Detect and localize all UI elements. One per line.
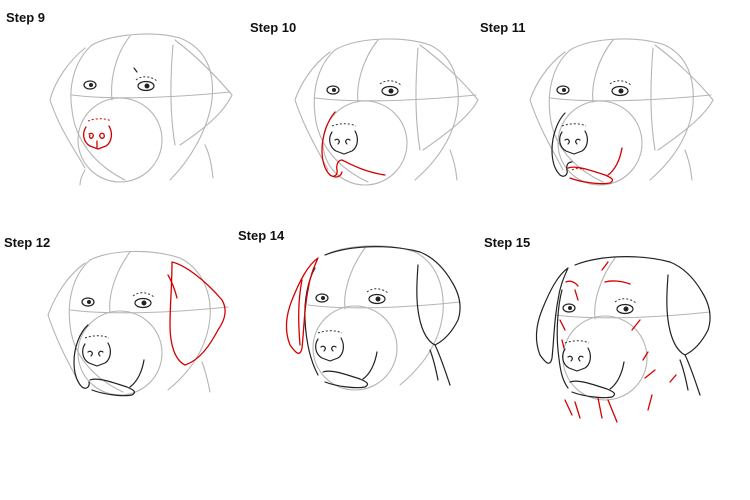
eyes (83, 67, 159, 92)
eyes (556, 80, 633, 97)
eyes (326, 80, 403, 97)
guide-lines (49, 33, 233, 186)
nose-highlight (83, 118, 113, 150)
step-label: Step 9 (6, 10, 46, 25)
step-label: Step 14 (238, 228, 285, 243)
step-12-panel: Step 12 (0, 220, 250, 420)
head-outline (535, 256, 711, 396)
step-label: Step 10 (250, 20, 297, 35)
dog-head-drawing-step-15 (535, 256, 711, 423)
step-9-panel: Step 9 (0, 0, 250, 210)
eyes (81, 292, 156, 309)
fur-details-highlight (559, 261, 677, 423)
guide-lines (307, 245, 461, 391)
nose-and-muzzle (551, 112, 588, 177)
step-15-panel: Step 15 (480, 220, 750, 440)
eyes (315, 288, 390, 305)
step-11-panel: Step 11 (480, 0, 750, 210)
eyes (562, 298, 638, 315)
nose-and-muzzle (73, 324, 145, 397)
dog-head-drawing-step-11 (529, 38, 714, 186)
dog-head-drawing-step-10 (294, 38, 479, 186)
guide-lines (529, 38, 714, 186)
muzzle-highlight (321, 111, 386, 178)
dog-head-drawing-step-12 (47, 250, 229, 397)
mouth-highlight (567, 147, 623, 185)
left-ear-highlight (285, 257, 319, 354)
guide-lines (554, 257, 711, 401)
step-label: Step 15 (484, 235, 531, 250)
guide-lines (294, 38, 479, 186)
step-label: Step 11 (480, 20, 526, 35)
nose-and-muzzle (315, 330, 378, 389)
nose-and-muzzle (562, 340, 625, 399)
step-14-panel: Step 14 (230, 220, 480, 420)
step-10-panel: Step 10 (240, 0, 490, 210)
right-ear-highlight (167, 261, 226, 366)
nose (329, 123, 358, 155)
dog-head-drawing-step-14 (285, 245, 461, 391)
step-label: Step 12 (4, 235, 51, 250)
dog-head-drawing-step-9 (49, 33, 233, 186)
